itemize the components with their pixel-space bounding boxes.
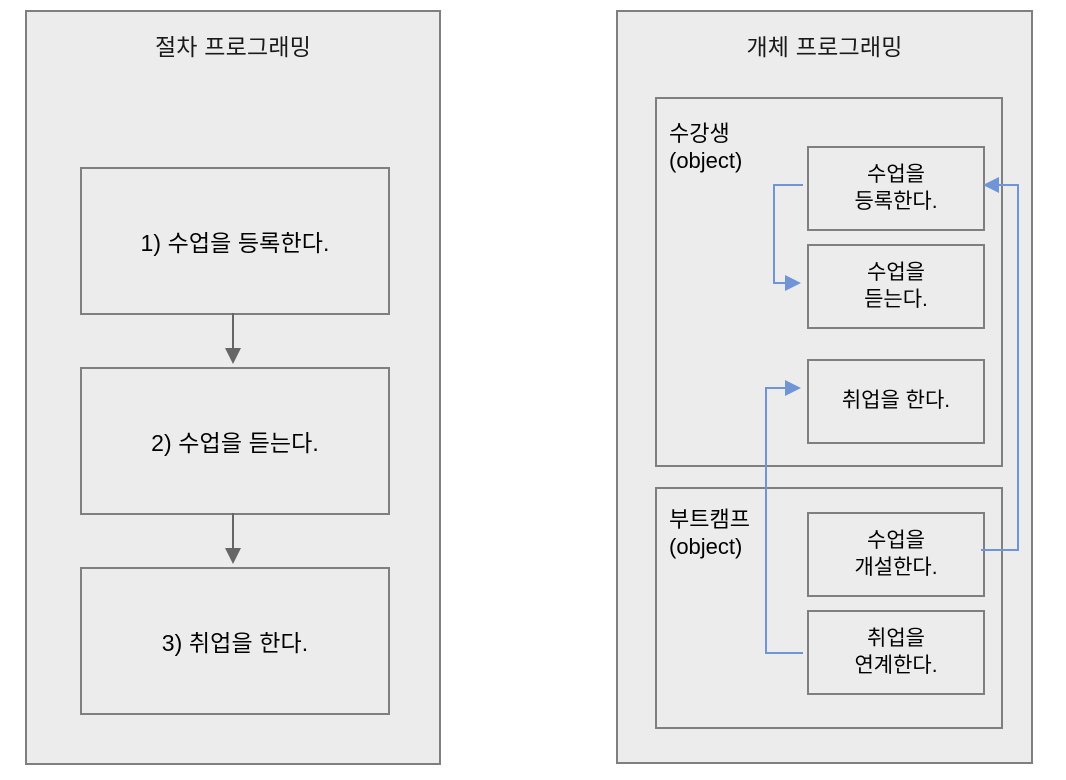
method-box-student-getjob: 취업을 한다. [807,359,985,444]
method-box-bootcamp-open-line1: 수업을 [867,529,925,553]
method-box-student-getjob-line1: 취업을 한다. [841,389,951,413]
method-box-bootcamp-connect: 취업을 연계한다. [807,610,985,695]
method-box-bootcamp-connect-line2: 연계한다. [854,653,938,677]
method-box-bootcamp-open: 수업을 개설한다. [807,512,985,597]
method-box-student-attend-line1: 수업을 [867,261,925,285]
object-group-student-name: 수강생 [669,121,730,146]
procedural-panel-title: 절차 프로그래밍 [154,34,312,60]
object-group-student-label: 수강생 (object) [669,121,742,175]
method-box-student-enroll: 수업을 등록한다. [807,146,985,231]
method-box-student-attend-line2: 듣는다. [864,287,928,311]
method-box-bootcamp-open-line2: 개설한다. [854,555,938,579]
object-oriented-panel: 개체 프로그래밍 수강생 (object) 수업을 등록한다. 수업을 듣는다. [616,10,1033,764]
object-group-bootcamp-name: 부트캠프 [669,507,750,532]
object-group-bootcamp: 부트캠프 (object) 수업을 개설한다. 취업을 연계한다. [655,487,1003,729]
method-box-student-attend: 수업을 듣는다. [807,244,985,329]
procedural-panel: 절차 프로그래밍 1) 수업을 등록한다. 2) 수업을 듣는다. 3) 취업을… [25,10,441,765]
object-group-bootcamp-label: 부트캠프 (object) [669,507,750,561]
object-oriented-panel-title: 개체 프로그래밍 [746,34,903,60]
procedural-step-1: 1) 수업을 등록한다. [80,167,390,315]
method-box-student-enroll-line2: 등록한다. [854,189,938,213]
method-box-student-enroll-line1: 수업을 [867,163,925,187]
procedural-step-3: 3) 취업을 한다. [80,567,390,715]
object-group-bootcamp-kind: (object) [669,533,743,559]
object-group-student: 수강생 (object) 수업을 등록한다. 수업을 듣는다. 취업을 한다. [655,97,1003,467]
object-group-student-kind: (object) [669,147,743,173]
method-box-bootcamp-connect-line1: 취업을 [867,627,925,651]
procedural-step-2: 2) 수업을 듣는다. [80,367,390,515]
